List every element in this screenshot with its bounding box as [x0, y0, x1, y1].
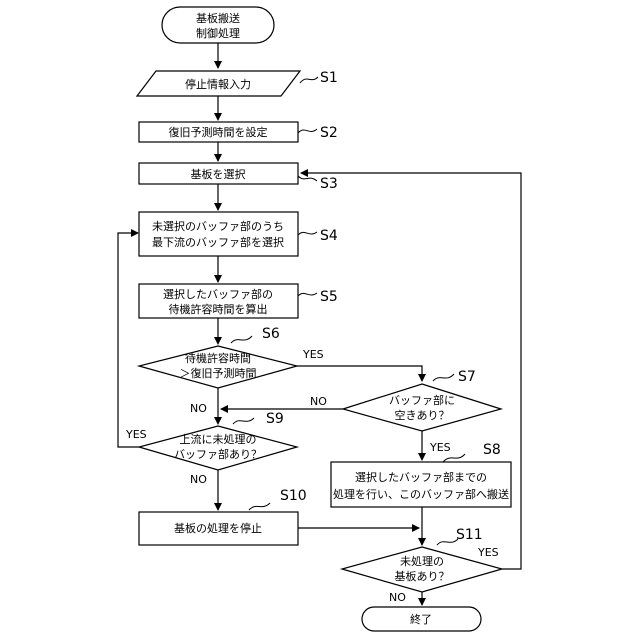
io-stop-info-input: 停止情報入力: [137, 71, 300, 96]
process-move-to-buffer: 選択したバッファ部までの 処理を行い、このバッファ部へ搬送: [331, 462, 511, 507]
step-s3: S3: [320, 176, 338, 192]
step-s1: S1: [320, 70, 338, 86]
process-select-board: 基板を選択: [139, 163, 298, 184]
s8-leader: [443, 454, 465, 462]
step-s7: S7: [458, 369, 476, 385]
s7-leader: [433, 374, 454, 381]
s4-leader: [298, 232, 317, 235]
process-set-restore-time: 復旧予測時間を設定: [139, 122, 298, 142]
s3-leader: [298, 176, 317, 181]
s11-leader: [437, 539, 458, 545]
buffer-free-line-1: バッファ部に: [389, 393, 455, 407]
decision-buffer-free: バッファ部に 空きあり？: [343, 384, 501, 431]
remaining-line-1: 未処理の: [400, 555, 444, 568]
select-board-label: 基板を選択: [191, 167, 246, 181]
step-s6: S6: [262, 326, 280, 342]
set-restore-label: 復旧予測時間を設定: [169, 125, 268, 139]
s6-no-label: NO: [190, 402, 207, 415]
s6-yes-label: YES: [302, 348, 324, 361]
step-s11: S11: [456, 527, 483, 543]
start-line-2: 制御処理: [196, 26, 240, 40]
process-move-line-1: 選択したバッファ部までの: [355, 470, 487, 484]
terminal-end: 終了: [362, 607, 481, 631]
remaining-line-2: 基板あり？: [395, 569, 450, 583]
step-s8: S8: [483, 442, 501, 458]
upstream-line-1: 上流に未処理の: [180, 432, 257, 446]
edge-s9-yes-s4: [118, 233, 139, 447]
calc-wait-line-2: 待機許容時間を算出: [169, 302, 268, 316]
s10-leader: [249, 503, 270, 510]
select-buffer-line-1: 未選択のバッファ部のうち: [152, 219, 284, 233]
process-select-buffer: 未選択のバッファ部のうち 最下流のバッファ部を選択: [139, 212, 298, 256]
s7-no-label: NO: [310, 395, 327, 408]
start-line-1: 基板搬送: [196, 11, 240, 25]
s9-yes-label: YES: [125, 428, 147, 441]
upstream-line-2: バッファ部あり？: [174, 447, 262, 461]
calc-wait-line-1: 選択したバッファ部の: [163, 287, 273, 301]
s2-leader: [298, 129, 317, 133]
buffer-free-line-2: 空きあり？: [395, 408, 450, 422]
step-s2: S2: [320, 125, 338, 141]
input-label: 停止情報入力: [185, 77, 251, 91]
select-buffer-line-2: 最下流のバッファ部を選択: [152, 235, 284, 249]
step-s10: S10: [280, 488, 307, 504]
s11-no-label: NO: [389, 591, 406, 604]
compare-line-2: ＞復旧予測時間: [180, 366, 257, 380]
step-s5: S5: [320, 289, 338, 305]
s7-yes-label: YES: [429, 441, 451, 454]
decision-upstream-buffer: 上流に未処理の バッファ部あり？: [139, 426, 297, 470]
compare-line-1: 待機許容時間: [185, 351, 251, 365]
s9-leader: [233, 418, 254, 424]
terminal-start: 基板搬送 制御処理: [162, 7, 274, 43]
stop-label: 基板の処理を停止: [174, 521, 262, 535]
process-move-line-2: 処理を行い、このバッファ部へ搬送: [333, 487, 509, 501]
s5-leader: [298, 293, 317, 296]
s9-no-label: NO: [190, 473, 207, 486]
s6-leader: [231, 336, 252, 343]
step-s9: S9: [266, 411, 284, 427]
process-stop-board: 基板の処理を停止: [139, 512, 298, 545]
step-s4: S4: [320, 228, 338, 244]
process-calc-wait-time: 選択したバッファ部の 待機許容時間を算出: [139, 284, 298, 318]
edge-s6-yes-s7: [297, 366, 422, 381]
decision-compare-times: 待機許容時間 ＞復旧予測時間: [139, 346, 297, 388]
end-label: 終了: [410, 612, 432, 626]
s1-leader: [300, 77, 318, 83]
s11-yes-label: YES: [477, 546, 499, 559]
